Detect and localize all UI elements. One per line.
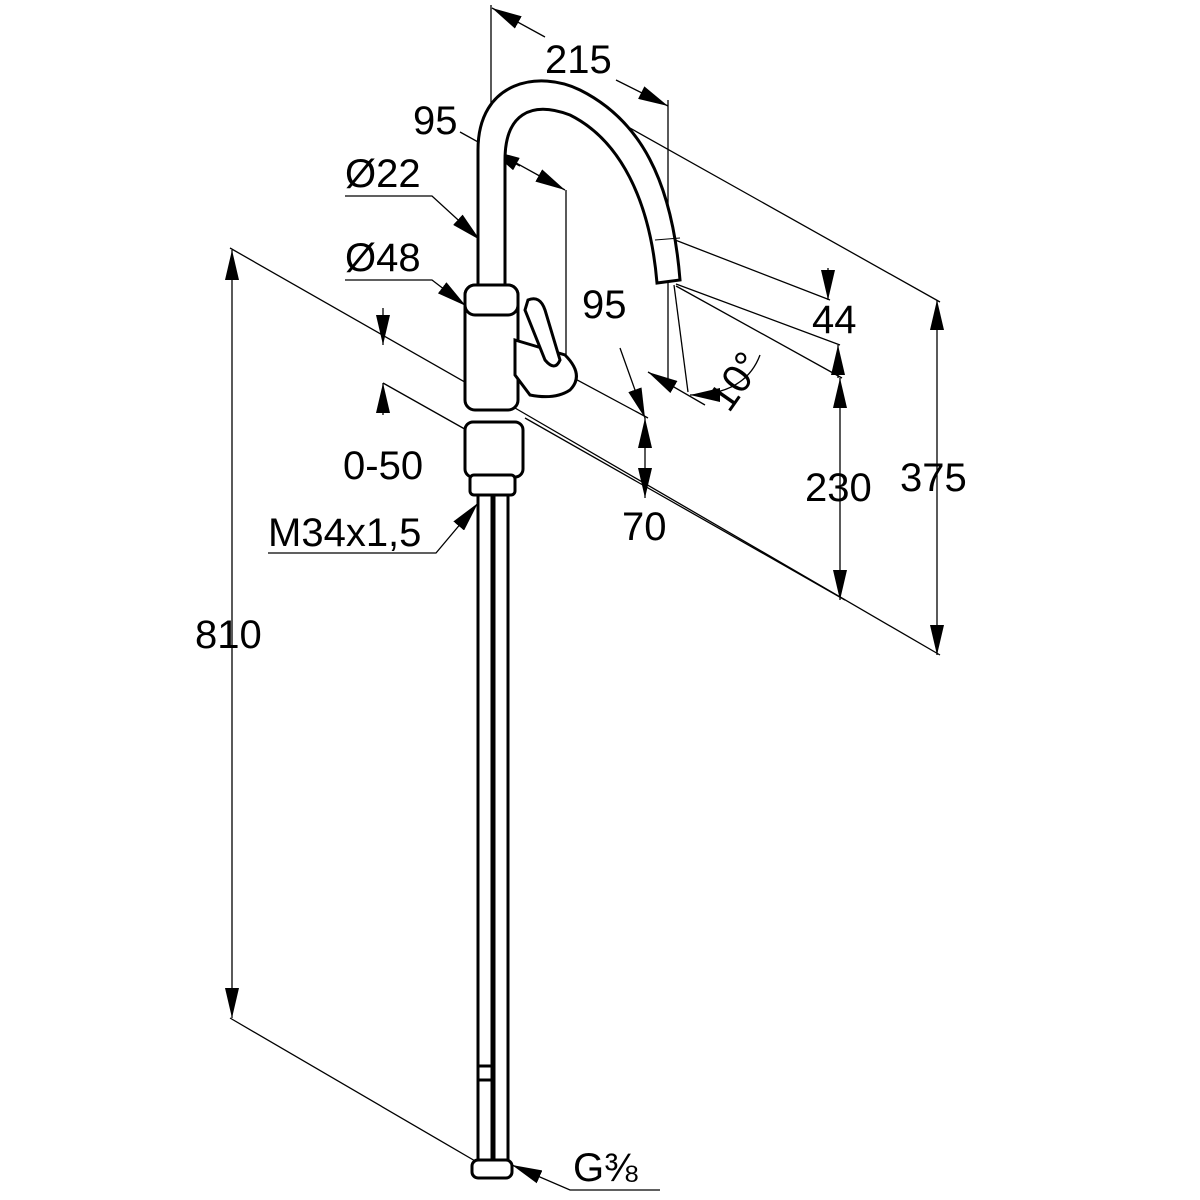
label-thread: M34x1,5 [268,511,422,555]
label-810: 810 [195,613,262,657]
label-d48: Ø48 [345,236,421,280]
hose-fitting [470,1158,514,1180]
hose-left [476,486,494,1165]
hose-clip [476,1064,494,1082]
label-215: 215 [545,38,612,82]
label-44: 44 [812,298,857,342]
lever-handle [513,337,578,399]
spout [476,79,682,292]
label-375: 375 [900,456,967,500]
lever-grip [523,297,562,368]
dim-810 [225,247,483,1166]
spout-tip-seam [654,237,681,241]
leader-d22 [345,195,481,241]
leader-connection [511,1164,660,1191]
label-d22: Ø22 [345,152,421,196]
label-230: 230 [805,466,872,510]
mounting-nut [463,420,525,479]
dim-10-degree [673,284,761,402]
body-cap [463,283,520,317]
dim-375 [514,99,944,656]
dim-230 [524,285,847,601]
hose-right [492,486,510,1165]
thread-connector [468,473,517,497]
label-70: 70 [622,505,667,549]
leader-thread [268,502,479,554]
leader-d48 [345,279,467,307]
label-0-50: 0-50 [343,444,424,488]
label-95-upper: 95 [413,99,458,143]
dim-44 [669,237,845,378]
label-connection: G⅜ [573,1146,638,1190]
dim-0-50 [376,308,471,433]
faucet-outline [463,79,682,1180]
label-95-lower: 95 [582,283,627,327]
